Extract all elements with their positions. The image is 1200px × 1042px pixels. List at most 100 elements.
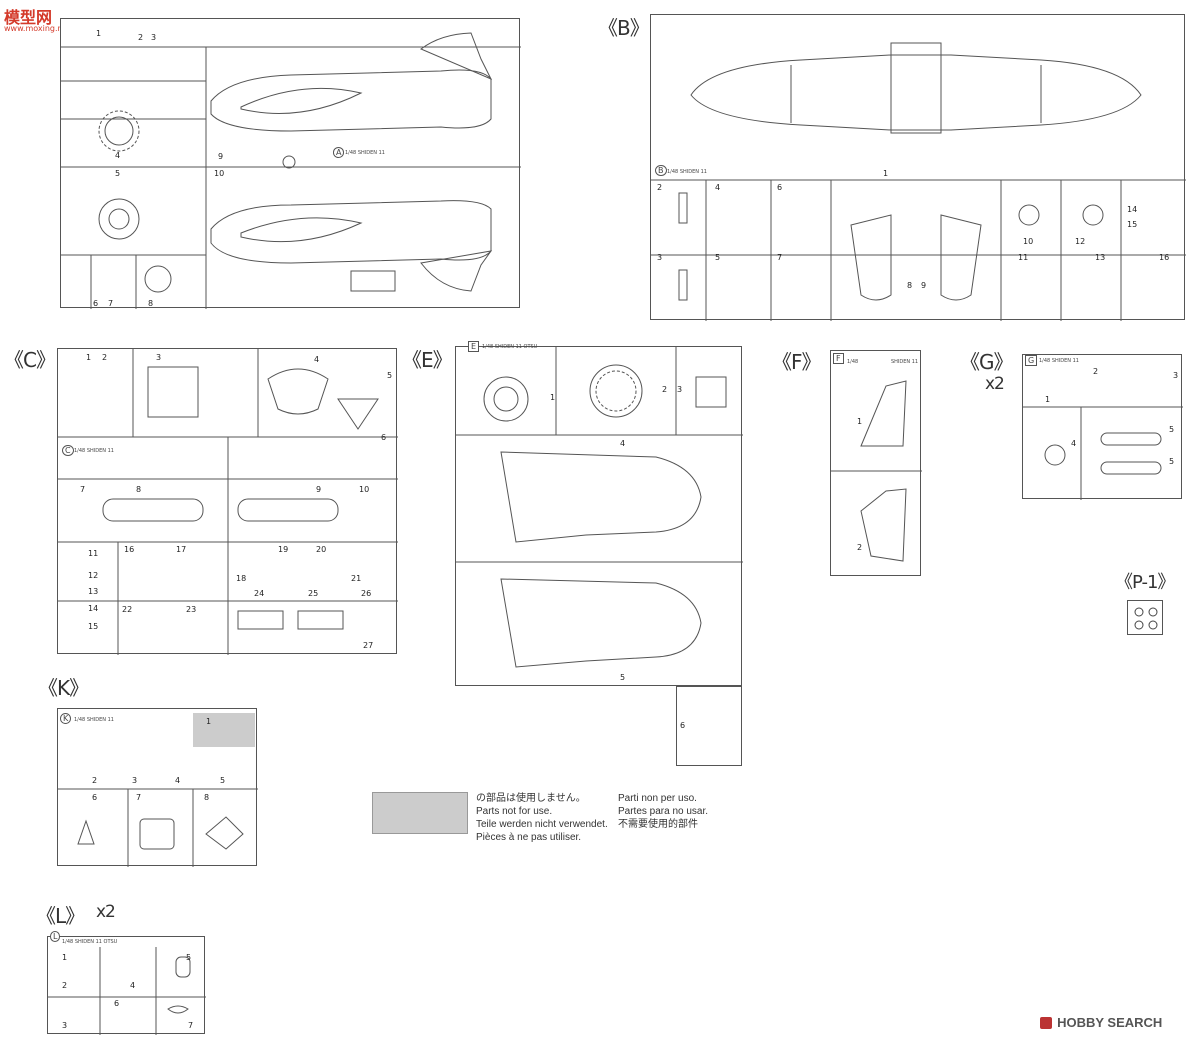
sprue-l-part-1: 1 [62,953,68,962]
sprue-k-badge: K [60,713,72,724]
sprue-e: E 1/48 SHIDEN 11 OTSU 1 2 3 4 5 [455,341,743,686]
sprue-c-part-6: 6 [381,433,387,442]
sprue-b-part-1: 1 [883,169,889,178]
sprue-f-title: 1/48 [847,359,859,365]
sprue-f: F 1/48 SHIDEN 11 1 2 [830,350,922,576]
sprue-c-part-11: 11 [88,549,99,558]
sprue-c-part-22: 22 [122,605,133,614]
sprue-l-label: 《L》 [36,904,85,928]
sprue-c-part-27: 27 [363,641,374,650]
sprue-b-title: 1/48 SHIDEN 11 [667,169,707,175]
sprue-c-part-14: 14 [88,604,99,613]
hobby-search-icon [1040,1016,1052,1029]
sprue-b-part-15: 15 [1127,220,1138,229]
sprue-l-part-4: 4 [130,981,136,990]
sprue-b-part-13: 13 [1095,253,1106,262]
sprue-c-label: 《C》 [4,348,56,372]
legend-text-en: Parts not for use. [476,806,553,817]
sprue-a-part-1: 1 [96,29,102,38]
sprue-g-quantity: x2 [985,374,1005,394]
sprue-e-part-1: 1 [550,393,556,402]
sprue-k-unused-highlight [193,713,255,747]
sprue-e-badge: E [468,341,480,352]
sprue-p1-label: 《P-1》 [1115,572,1175,593]
sprue-b-part-11: 11 [1018,253,1029,262]
sprue-e-label: 《E》 [402,348,453,372]
sprue-c-part-23: 23 [186,605,197,614]
sprue-a: 1 2 3 4 5 6 7 8 9 10 A 1/48 SHIDEN 11 [60,18,521,309]
sprue-c-part-13: 13 [88,587,99,596]
sprue-a-part-4: 4 [115,151,121,160]
sprue-l-title: 1/48 SHIDEN 11 OTSU [62,939,118,945]
sprue-a-part-6: 6 [93,299,99,308]
sprue-g-part-3: 3 [1173,371,1179,380]
sprue-k-part-4: 4 [175,776,181,785]
sprue-g-title: 1/48 SHIDEN 11 [1039,358,1079,364]
sprue-c-part-12: 12 [88,571,99,580]
sprue-e-part-5: 5 [620,673,626,682]
hobby-search-text: HOBBY SEARCH [1057,1015,1163,1030]
sprue-l-part-7: 7 [188,1021,194,1030]
sprue-c-part-19: 19 [278,545,289,554]
sprue-l-part-6: 6 [114,999,120,1008]
sprue-k-part-1: 1 [206,717,212,726]
legend-text-es: Partes para no usar. [618,806,709,817]
sprue-e-drawing [456,347,743,668]
sprue-b-part-9: 9 [921,281,927,290]
sprue-c-part-1: 1 [86,353,92,362]
sprue-k-part-2: 2 [92,776,98,785]
sprue-g-badge: G [1025,355,1038,366]
sprue-c-part-21: 21 [351,574,362,583]
sprue-c-part-5: 5 [387,371,393,380]
sprue-f-badge: F [833,353,844,364]
sprue-c-part-18: 18 [236,574,247,583]
sprue-k-part-6: 6 [92,793,98,802]
sprue-l-part-2: 2 [62,981,68,990]
sprue-a-part-2: 2 [138,33,144,42]
unused-parts-swatch [372,792,468,834]
sprue-b-part-4: 4 [715,183,721,192]
sprue-a-badge: A [333,147,345,158]
watermark-logo: 模型网 www.moxing.net [4,4,84,40]
sprue-b-part-7: 7 [777,253,783,262]
sprue-e-tab: 6 [676,686,742,766]
sprue-c-part-7: 7 [80,485,86,494]
sprue-c-part-4: 4 [314,355,320,364]
sprue-c-part-15: 15 [88,622,99,631]
legend-text-fr: Pièces à ne pas utiliser. [476,832,582,843]
sprue-b-badge: B [655,165,667,176]
sprue-c-part-8: 8 [136,485,142,494]
sprue-k-label: 《K》 [38,676,89,700]
sprue-a-part-7: 7 [108,299,114,308]
sprue-b-part-14: 14 [1127,205,1138,214]
sprue-c-part-16: 16 [124,545,135,554]
sprue-g: G 1/48 SHIDEN 11 1 2 3 4 5 5 [1022,354,1183,500]
sprue-g-label: 《G》 [960,350,1013,374]
sprue-c-part-26: 26 [361,589,372,598]
sprue-p1-drawing [1134,607,1158,630]
sprue-c-part-20: 20 [316,545,327,554]
sprue-c-part-24: 24 [254,589,265,598]
sprue-e-part-3: 3 [677,385,683,394]
sprue-b: B 1/48 SHIDEN 11 1 2 3 4 5 6 7 8 9 10 11… [650,14,1186,321]
sprue-p1 [1127,600,1163,635]
sprue-g-part-4: 4 [1071,439,1077,448]
hobby-search-watermark: HOBBY SEARCH [1040,1012,1200,1032]
sprue-b-part-12: 12 [1075,237,1086,246]
sprue-a-part-5: 5 [115,169,121,178]
sprue-a-title: 1/48 SHIDEN 11 [345,150,385,156]
sprue-e-title: 1/48 SHIDEN 11 OTSU [482,344,538,350]
sprue-b-part-2: 2 [657,183,663,192]
sprue-k-drawing [58,788,258,867]
sprue-k-part-7: 7 [136,793,142,802]
sprue-k-part-3: 3 [132,776,138,785]
sprue-c-part-9: 9 [316,485,322,494]
sprue-b-part-10: 10 [1023,237,1034,246]
sprue-l-part-3: 3 [62,1021,68,1030]
sprue-b-part-6: 6 [777,183,783,192]
sprue-c: C 1/48 SHIDEN 11 1 2 3 4 5 6 7 8 9 10 11… [57,348,398,655]
sprue-l-quantity: x2 [96,902,116,922]
sprue-g-part-5b: 5 [1169,457,1175,466]
sprue-g-part-1: 1 [1045,395,1051,404]
sprue-b-part-16: 16 [1159,253,1170,262]
